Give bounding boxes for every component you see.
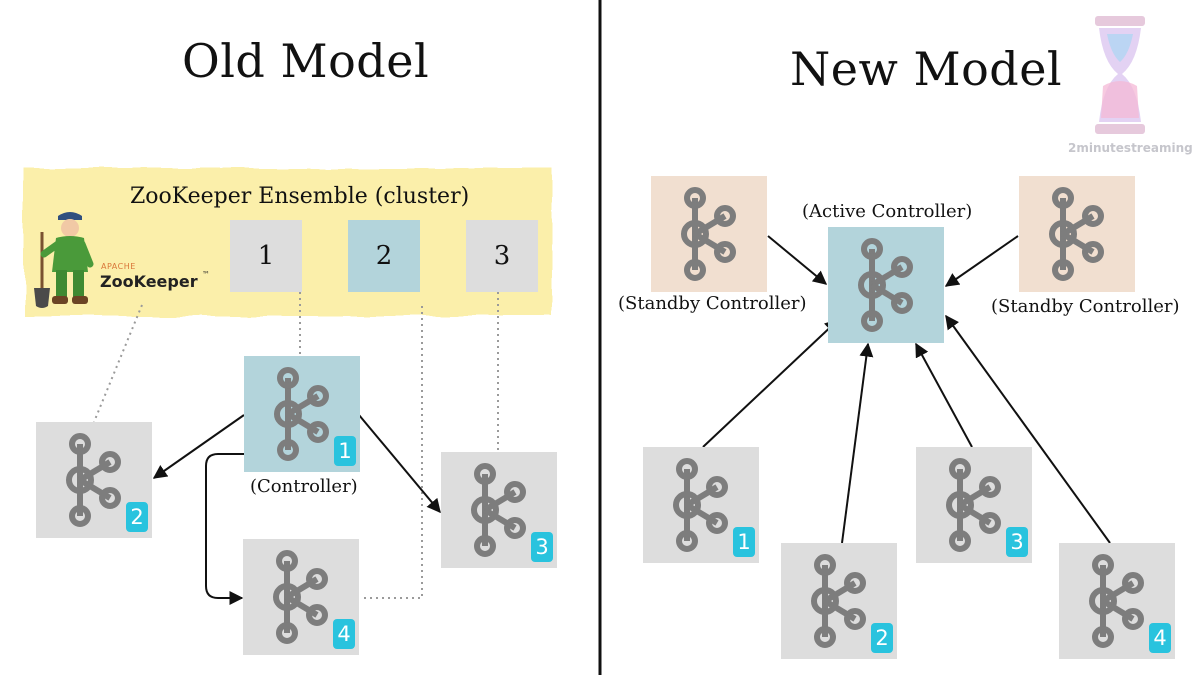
zk-link-broker-4 [360,306,423,599]
kafka-icon [274,367,329,461]
zookeeper-server-1: 1 [230,220,302,292]
zookeeper-logo-name: ZooKeeper [100,272,198,291]
kafka-icon [66,433,121,527]
zookeeper-logo-apache: APACHE [101,262,136,271]
zookeeper-links [93,292,499,599]
broker-badge: 4 [333,619,355,649]
old-model-title: Old Model [182,34,430,88]
broker-badge: 2 [871,623,893,653]
standby-controller-node [651,176,767,292]
arrow-controller-to-broker-4 [205,453,244,605]
arrow-controller-to-broker-3 [358,414,441,514]
broker-badge: 1 [334,436,356,466]
broker-node: 1 [643,447,759,563]
kafka-icon [673,458,728,552]
controller-label: (Controller) [250,476,358,497]
active-controller-label: (Active Controller) [802,201,973,222]
zookeeper-server-3: 3 [466,220,538,292]
standby-controller-node [1019,176,1135,292]
zookeeper-ensemble-label: ZooKeeper Ensemble (cluster) [130,184,470,209]
zookeeper-mascot [30,206,102,310]
watermark-text: 2minutestreaming [1068,141,1193,155]
arrow-broker-3-to-active [915,342,973,448]
broker-badge: 3 [531,532,553,562]
hourglass-logo [1075,14,1165,136]
broker-node: 3 [916,447,1032,563]
broker-node: 3 [441,452,557,568]
new-model-title: New Model [790,42,1063,96]
kafka-icon [681,187,736,281]
arrow-broker-1-to-active [702,319,840,448]
standby-controller-label: (Standby Controller) [618,293,807,314]
controller-node: 1 [244,356,360,472]
arrow-standby-right-to-active [944,235,1019,287]
standby-controller-label: (Standby Controller) [991,296,1180,317]
kafka-icon [1089,554,1144,648]
broker-badge: 1 [733,527,755,557]
kafka-icon [1049,187,1104,281]
broker-badge: 2 [126,502,148,532]
arrow-controller-to-broker-2 [152,414,245,479]
kafka-icon [946,458,1001,552]
broker-node: 2 [781,543,897,659]
controller-arrows [152,414,441,605]
broker-node: 4 [1059,543,1175,659]
controller-arrows [702,235,1111,544]
broker-badge: 4 [1149,623,1171,653]
zk-link-broker-2 [93,304,143,423]
kafka-icon [858,238,913,332]
kafka-icon [273,550,328,644]
broker-badge: 3 [1006,527,1028,557]
zookeeper-server-2: 2 [348,220,420,292]
broker-node: 4 [243,539,359,655]
zookeeper-logo-tm: ™ [202,270,210,279]
arrow-standby-left-to-active [767,235,828,285]
arrow-broker-2-to-active [841,342,874,544]
broker-node: 2 [36,422,152,538]
active-controller-node [828,227,944,343]
kafka-icon [471,463,526,557]
kafka-icon [811,554,866,648]
arrow-broker-4-to-active [945,314,1111,544]
